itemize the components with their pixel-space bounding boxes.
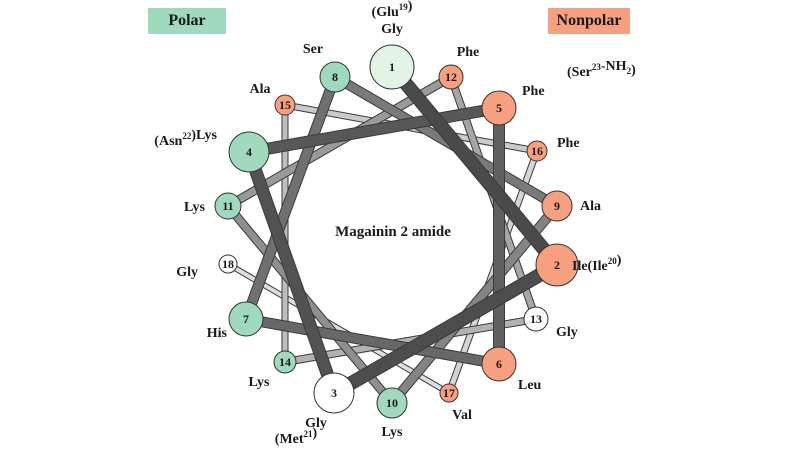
residue-labels: (Glu19)GlyIle(Ile20)Gly(Met21)(Asn22)Lys…: [154, 0, 636, 447]
residue-number-15: 15: [279, 98, 291, 112]
residue-node-15: 15: [274, 94, 296, 116]
residue-circle-10: [376, 387, 408, 419]
residue-label-15: Ala: [250, 82, 271, 97]
residue-node-17: 17: [439, 383, 459, 403]
residue-node-1: 1: [369, 44, 415, 90]
residue-circle-11: [214, 192, 242, 220]
residue-label-4: (Asn22)Lys: [154, 128, 217, 149]
residue-node-18: 18: [218, 254, 238, 274]
residue-label-1-line2: Gly: [381, 22, 403, 37]
residue-number-16: 16: [531, 144, 543, 158]
residue-number-9: 9: [554, 199, 560, 213]
residue-number-8: 8: [332, 70, 338, 84]
bond-2-3: [331, 259, 560, 399]
residue-label-5-line1: (Ser23-NH2): [567, 59, 636, 80]
residue-number-10: 10: [386, 396, 398, 410]
residue-number-4: 4: [246, 145, 252, 159]
residue-node-11: 11: [214, 192, 242, 220]
residue-label-11: Lys: [184, 200, 206, 215]
residue-label-10: Lys: [381, 425, 403, 440]
residue-label-3-line2: (Met21): [275, 426, 318, 447]
residue-node-7: 7: [228, 301, 264, 337]
residue-node-8: 8: [319, 61, 351, 93]
residue-label-18: Gly: [176, 265, 198, 280]
residue-label-12: Phe: [457, 45, 480, 60]
residue-circle-17: [439, 383, 459, 403]
residue-circle-7: [228, 301, 264, 337]
residue-node-4: 4: [228, 131, 270, 173]
residue-label-2: Ile(Ile20): [572, 253, 622, 274]
residue-node-6: 6: [481, 346, 517, 382]
residue-node-2: 2: [535, 243, 579, 287]
residue-circle-14: [273, 350, 297, 374]
bond-3-4: [243, 150, 340, 395]
residue-label-16: Phe: [557, 136, 580, 151]
residue-node-16: 16: [526, 140, 548, 162]
bond-6-7: [245, 314, 500, 369]
residue-number-13: 13: [530, 312, 542, 326]
residue-label-14: Lys: [248, 375, 270, 390]
residue-circle-6: [481, 346, 517, 382]
residue-label-8: Ser: [303, 42, 323, 57]
residue-circle-15: [274, 94, 296, 116]
residue-node-13: 13: [523, 306, 549, 332]
residue-number-18: 18: [222, 257, 234, 271]
residue-number-2: 2: [554, 258, 560, 272]
residue-node-3: 3: [313, 372, 355, 414]
residue-label-5-line2: Phe: [522, 84, 545, 99]
residue-node-9: 9: [541, 190, 573, 222]
residue-number-12: 12: [445, 70, 457, 84]
residue-node-14: 14: [273, 350, 297, 374]
residue-label-9: Ala: [580, 199, 601, 214]
residue-number-5: 5: [496, 101, 502, 115]
residue-label-3-line1: Gly: [305, 416, 327, 431]
residue-number-3: 3: [331, 386, 337, 400]
bond-7-8: [241, 75, 340, 321]
residue-circle-12: [438, 64, 464, 90]
residue-label-1-line1: (Glu19): [372, 0, 413, 20]
residue-label-6: Leu: [518, 378, 542, 393]
residue-circle-4: [228, 131, 270, 173]
residue-circle-13: [523, 306, 549, 332]
residue-circle-16: [526, 140, 548, 162]
residue-circle-2: [535, 243, 579, 287]
residue-number-11: 11: [222, 199, 233, 213]
residue-number-6: 6: [496, 357, 502, 371]
residue-circle-5: [481, 90, 517, 126]
residue-label-13: Gly: [556, 325, 578, 340]
center-title: Magainin 2 amide: [335, 224, 451, 240]
residue-label-7: His: [207, 326, 228, 341]
helix-connections: [224, 62, 563, 407]
residue-number-14: 14: [279, 355, 291, 369]
residue-node-12: 12: [438, 64, 464, 90]
residue-node-5: 5: [481, 90, 517, 126]
residue-circle-9: [541, 190, 573, 222]
residue-circle-3: [313, 372, 355, 414]
residue-circle-18: [218, 254, 238, 274]
residue-label-17: Val: [452, 408, 472, 423]
residue-circle-8: [319, 61, 351, 93]
bond-1-2: [387, 63, 562, 269]
residue-number-1: 1: [389, 60, 395, 74]
residue-circle-1: [369, 44, 415, 90]
residue-number-7: 7: [243, 312, 249, 326]
residue-number-17: 17: [443, 386, 455, 400]
bond-4-5: [248, 103, 500, 157]
residue-node-10: 10: [376, 387, 408, 419]
polar-legend-box: Polar: [148, 8, 226, 34]
nonpolar-legend-box: Nonpolar: [548, 8, 630, 34]
